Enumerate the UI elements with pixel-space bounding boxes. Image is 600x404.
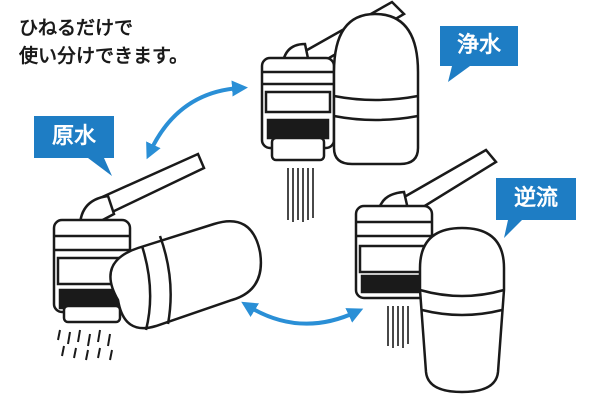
tag-pure-shape [440, 26, 518, 82]
instruction-caption: ひねるだけで 使い分けできます。 [19, 14, 188, 70]
caption-line-2: 使い分けできます。 [19, 45, 189, 67]
switch-arrow-bottom [241, 301, 364, 326]
faucet-raw-mode [52, 152, 263, 361]
switch-arrow-top [146, 80, 248, 160]
tag-raw-shape [34, 116, 114, 176]
faucet-reverse-mode [354, 148, 506, 394]
tag-reverse-shape [496, 178, 576, 238]
faucet-pure-mode [260, 0, 420, 222]
label-reverse-flow: 逆流 [513, 186, 558, 211]
label-raw-water: 原水 [51, 124, 96, 149]
caption-line-1: ひねるだけで [19, 17, 134, 39]
label-pure-water: 浄水 [456, 33, 501, 58]
